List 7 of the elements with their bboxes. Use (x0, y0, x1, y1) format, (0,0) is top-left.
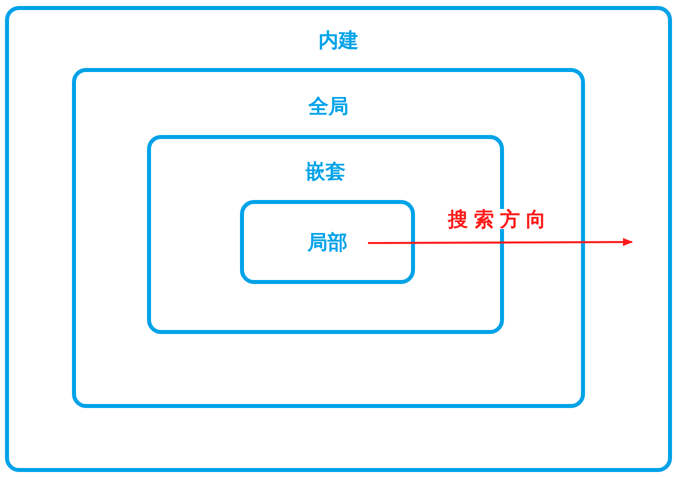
scope-box (5, 6, 672, 472)
scope-label: 嵌套 (306, 161, 346, 181)
scope-label: 局部 (308, 232, 348, 252)
scope-label: 全局 (308, 96, 348, 116)
scope-box (72, 68, 585, 408)
scope-label: 内建 (318, 30, 358, 50)
scope-box (240, 200, 415, 284)
